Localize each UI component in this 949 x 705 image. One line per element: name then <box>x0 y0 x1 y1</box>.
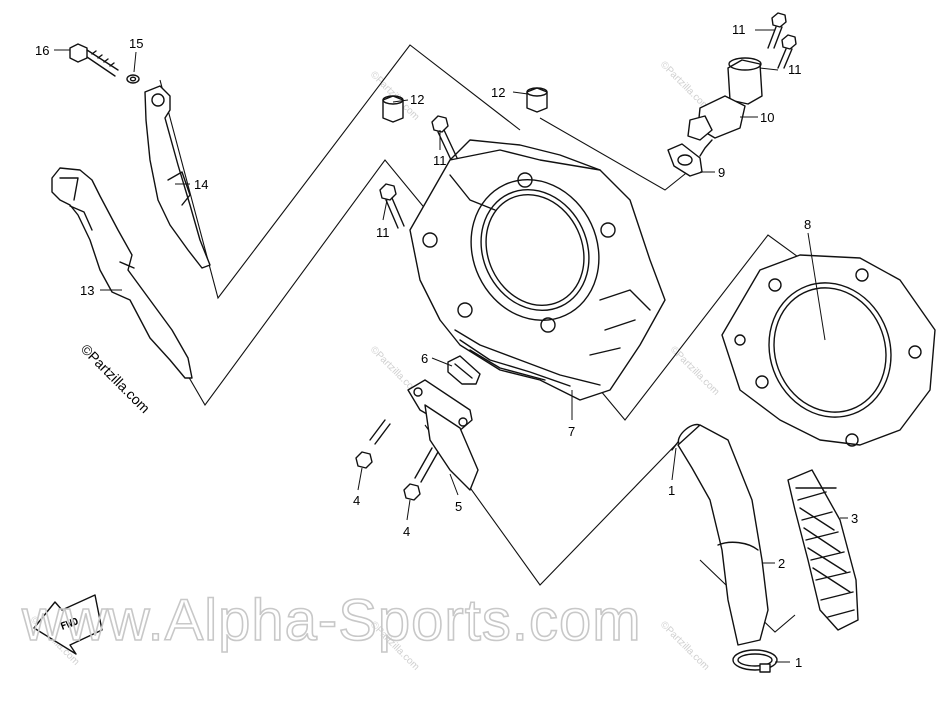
dowel-pin-12a <box>382 95 404 123</box>
intake-pipe-5 <box>407 379 479 491</box>
callout-10: 10 <box>760 110 774 125</box>
callout-11b: 11 <box>376 225 390 240</box>
tensioner-arm-14 <box>144 85 211 269</box>
bolt-11b <box>379 183 405 229</box>
small-watermark: ©Partzilla.com <box>658 619 711 672</box>
callout-12a: 12 <box>410 92 424 107</box>
forward-arrow-icon: FWD <box>33 594 103 655</box>
callout-16: 16 <box>35 43 49 58</box>
small-watermark: ©Partzilla.com <box>658 59 711 112</box>
callout-12b: 12 <box>491 85 505 100</box>
callout-15: 15 <box>129 36 143 51</box>
callout-8: 8 <box>804 217 811 232</box>
callout-11d: 11 <box>788 62 802 77</box>
callout-14: 14 <box>194 177 208 192</box>
callout-2: 2 <box>778 556 785 571</box>
callout-1a: 1 <box>668 483 675 498</box>
dowel-pin-12b <box>526 87 548 113</box>
hose-2 <box>677 424 769 646</box>
gasket-9 <box>667 143 703 177</box>
leader-lines <box>54 29 848 663</box>
stud-4a <box>355 419 391 469</box>
callout-5: 5 <box>455 499 462 514</box>
callout-13: 13 <box>80 283 94 298</box>
small-watermark: ©Partzilla.com <box>668 344 721 397</box>
zigzag-separators <box>111 44 806 633</box>
bolt-11d <box>777 34 797 69</box>
callout-4a: 4 <box>353 493 360 508</box>
callout-6: 6 <box>421 351 428 366</box>
washer-15 <box>126 74 140 84</box>
bolt-16 <box>69 43 119 77</box>
watermark-text: www.Alpha-Sports.com <box>21 588 642 653</box>
clamp-1b <box>732 649 778 673</box>
cylinder-7 <box>409 139 666 401</box>
callout-3: 3 <box>851 511 858 526</box>
stud-4b <box>403 447 439 501</box>
head-gasket-8 <box>721 254 936 447</box>
callout-11a: 11 <box>433 153 447 168</box>
callouts: 16 15 14 13 12 12 11 11 11 11 10 9 8 7 6… <box>35 22 858 670</box>
callout-11c: 11 <box>732 22 746 37</box>
callout-9: 9 <box>718 165 725 180</box>
callout-7: 7 <box>568 424 575 439</box>
tensioner-10 <box>687 57 763 157</box>
callout-1b: 1 <box>795 655 802 670</box>
filter-3 <box>787 469 859 631</box>
o-ring-6 <box>447 355 481 385</box>
chain-guide-13 <box>51 167 193 379</box>
callout-4b: 4 <box>403 524 410 539</box>
copyright-text: ©Partzilla.com <box>78 341 153 416</box>
